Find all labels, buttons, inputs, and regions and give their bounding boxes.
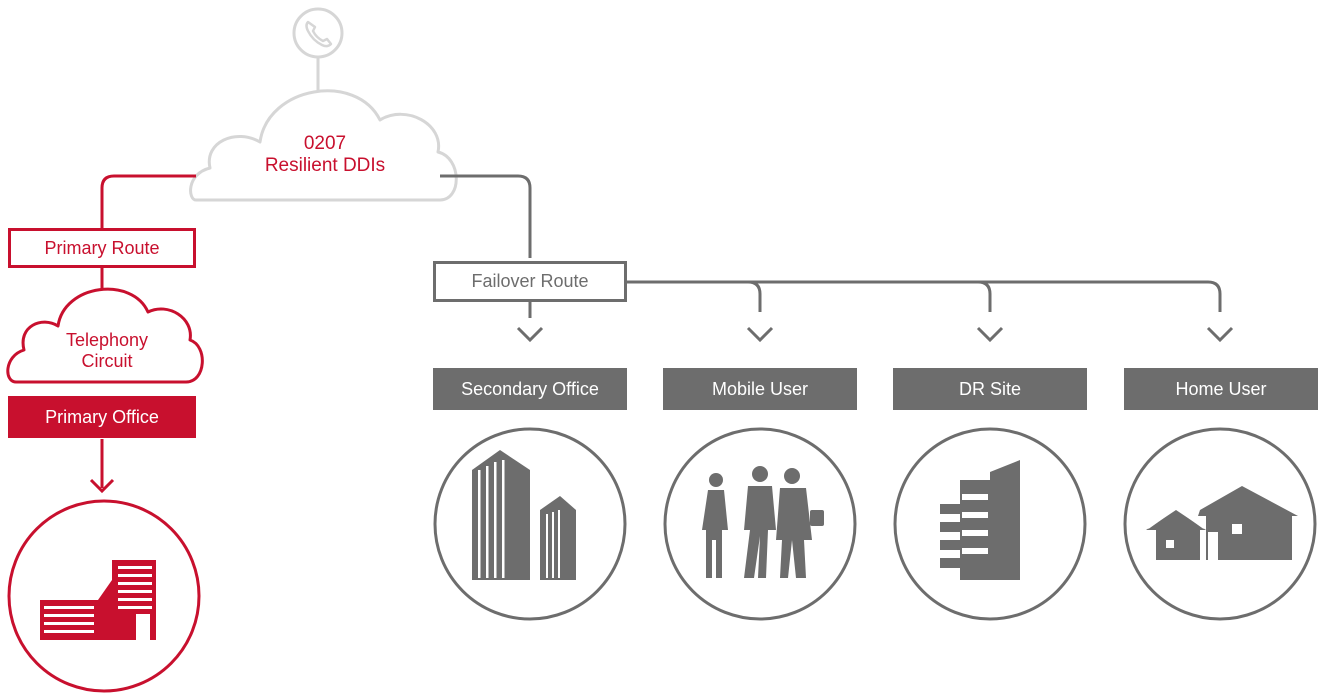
failover-route-box: Failover Route (433, 261, 627, 302)
arrow-home (1206, 326, 1234, 343)
failover-branch-dr (977, 280, 992, 312)
houses-icon (1146, 486, 1298, 560)
failover-bus (627, 280, 1222, 312)
destination-dr-site: DR Site (893, 368, 1087, 410)
telephony-circuit-line2: Circuit (81, 350, 133, 371)
office-building-icon (40, 560, 156, 640)
primary-route-box: Primary Route (8, 228, 196, 268)
top-cloud-line1: 0207 (303, 133, 347, 154)
resilient-ddi-cloud (189, 89, 458, 202)
people-icon (702, 466, 824, 578)
telephony-circuit-label: Telephony Circuit (52, 330, 162, 371)
telephony-circuit-line1: Telephony (65, 330, 149, 350)
primary-office-arrow (89, 478, 115, 494)
arrow-secondary (516, 326, 544, 343)
primary-office-box: Primary Office (8, 396, 196, 438)
top-cloud-line2: Resilient DDIs (264, 154, 386, 176)
destination-home-user: Home User (1124, 368, 1318, 410)
destination-mobile-user: Mobile User (663, 368, 857, 410)
arrow-dr (976, 326, 1004, 343)
tall-buildings-icon (472, 450, 576, 580)
top-cloud-label: 0207 Resilient DDIs (250, 133, 400, 177)
phone-icon (292, 7, 344, 59)
failover-route-line (440, 174, 532, 258)
telephony-circuit-cloud (6, 287, 204, 384)
destination-secondary-office: Secondary Office (433, 368, 627, 410)
dr-building-icon (940, 460, 1020, 580)
primary-route-line (100, 174, 196, 232)
failover-branch-mobile (747, 280, 762, 312)
arrow-mobile (746, 326, 774, 343)
